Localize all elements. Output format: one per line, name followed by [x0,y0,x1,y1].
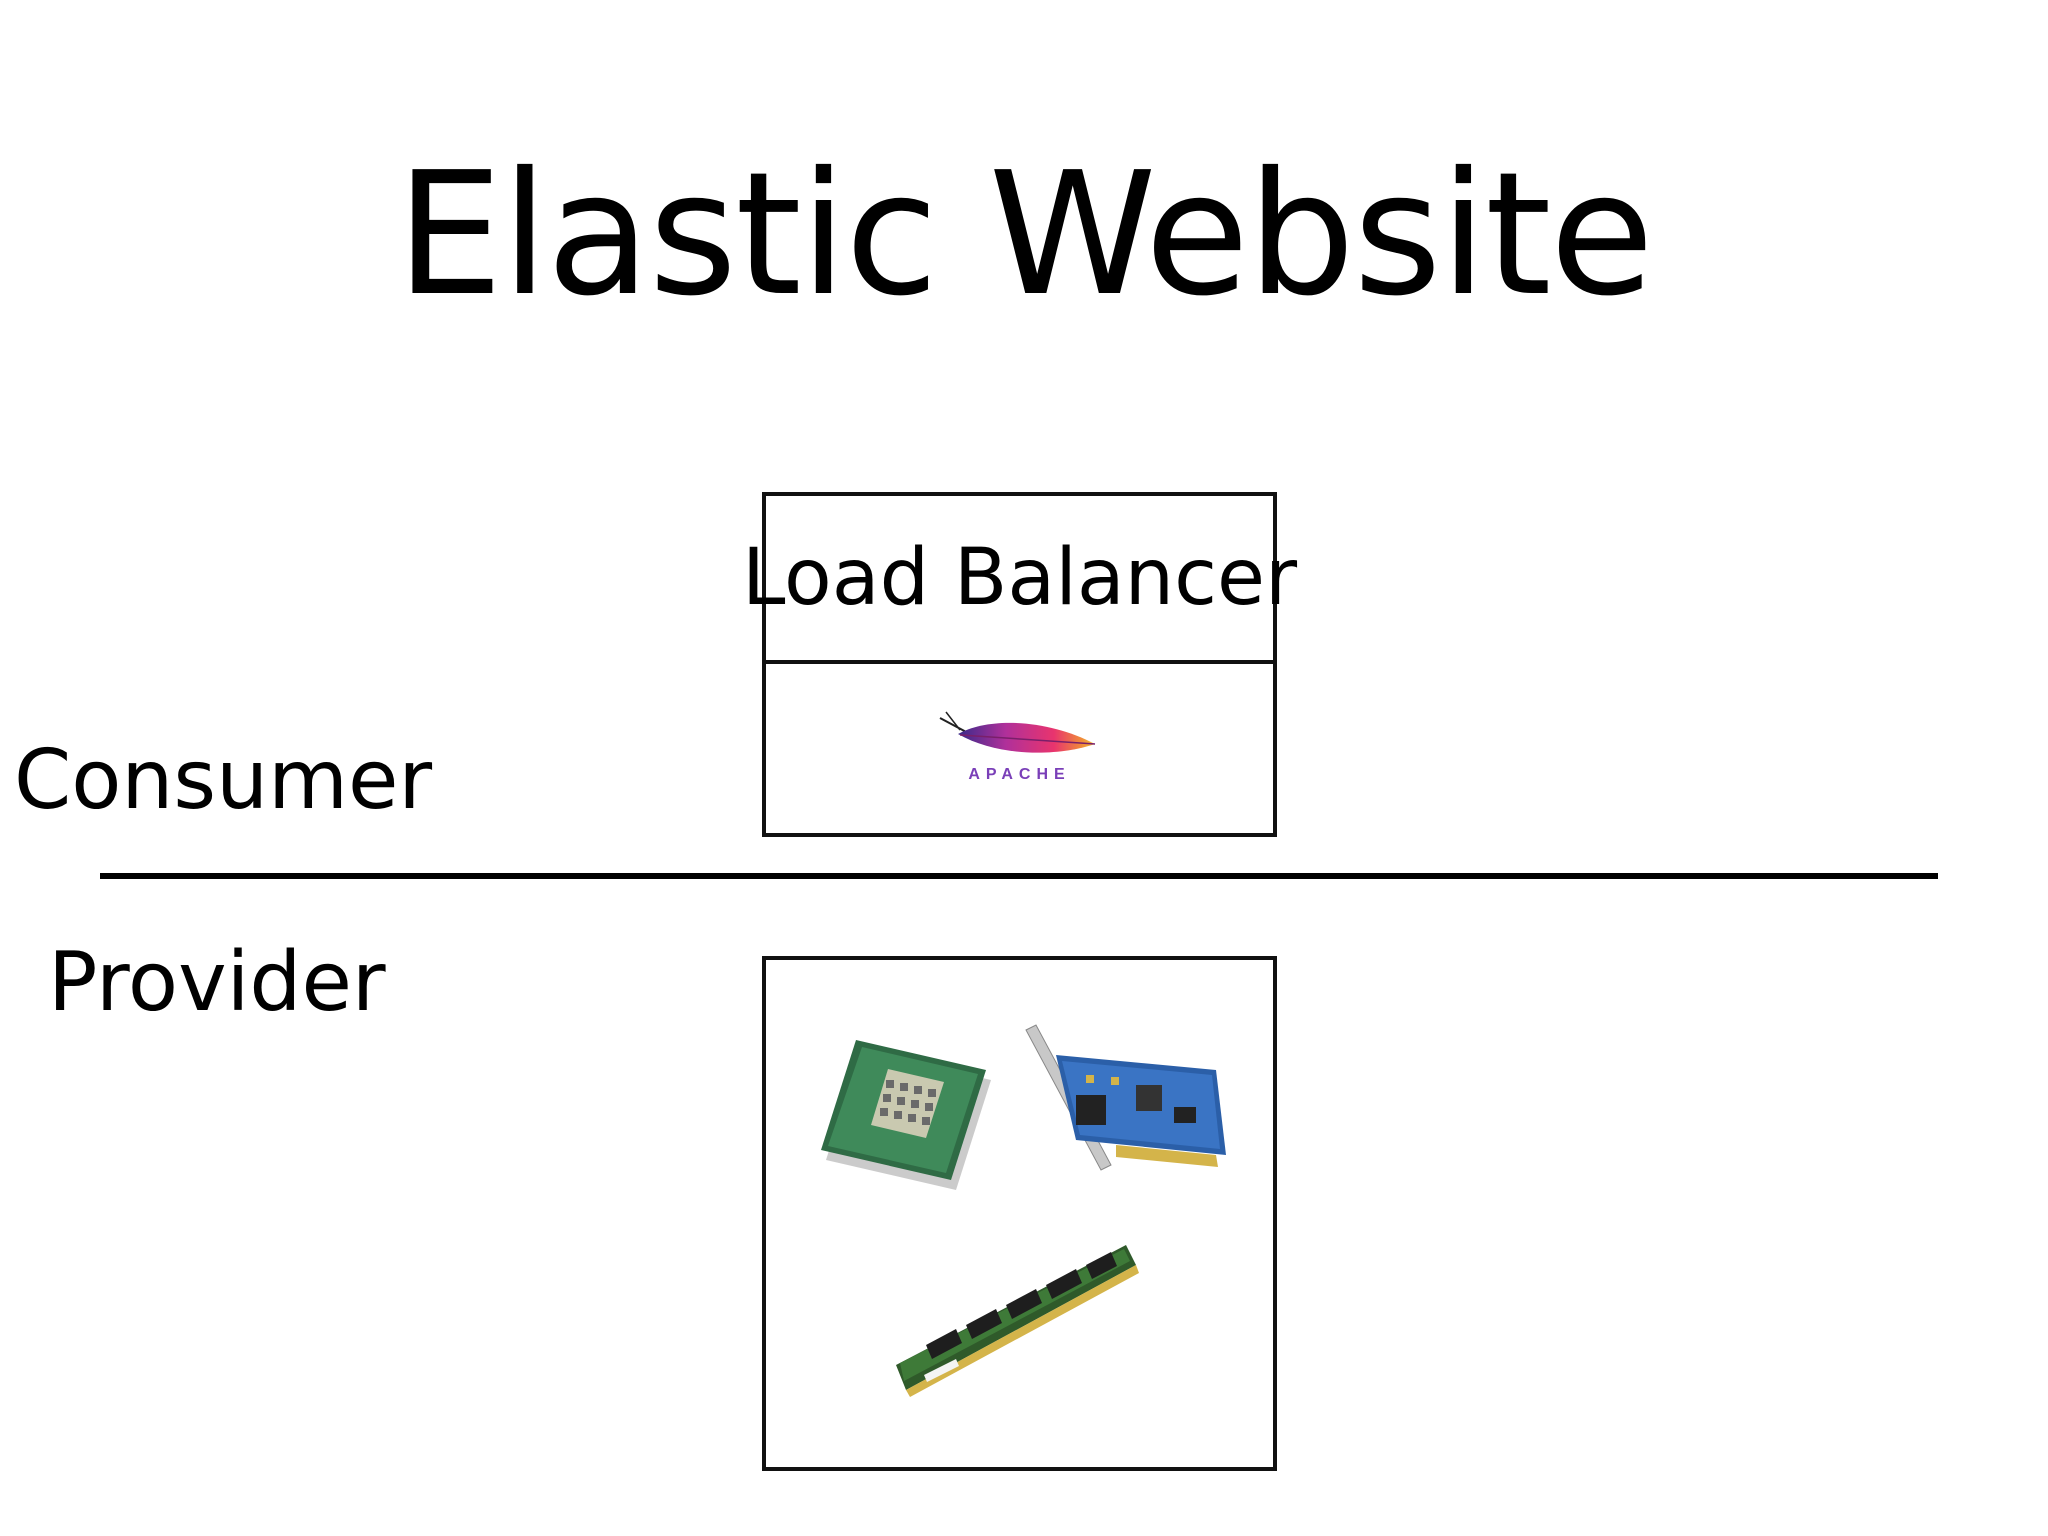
hardware-box [762,956,1277,1471]
ram-module-icon [896,1245,1139,1397]
apache-logo-text: APACHE [968,765,1071,783]
load-balancer-title: Load Balancer [742,496,1297,664]
load-balancer-box: Load Balancer APACHE [742,492,1297,837]
network-card-icon [1025,1024,1226,1171]
provider-label: Provider [48,935,386,1030]
consumer-provider-divider [100,873,1938,879]
slide-title: Elastic Website [395,136,1654,334]
apache-feather-icon: APACHE [930,704,1110,794]
consumer-label: Consumer [14,733,433,828]
cpu-chip-icon [821,1040,991,1190]
load-balancer-logo-area: APACHE [766,664,1273,833]
